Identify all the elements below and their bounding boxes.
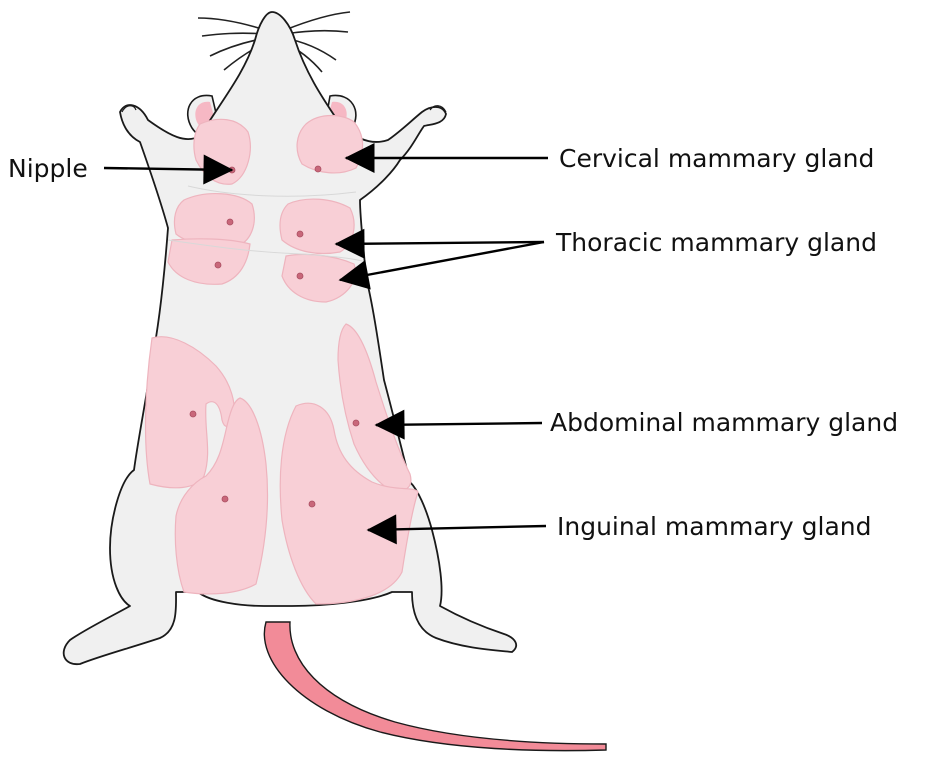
nipple-dot xyxy=(353,420,359,426)
label-inguinal: Inguinal mammary gland xyxy=(557,512,872,541)
nipple-dot xyxy=(297,231,303,237)
nipple-dot xyxy=(215,262,221,268)
nipple-dot xyxy=(190,411,196,417)
label-thoracic: Thoracic mammary gland xyxy=(555,228,877,257)
nipple-dot xyxy=(315,166,321,172)
tail xyxy=(264,622,606,751)
label-nipple: Nipple xyxy=(8,154,88,183)
mouse-body xyxy=(64,12,516,664)
label-cervical: Cervical mammary gland xyxy=(559,144,874,173)
nipple-dot xyxy=(309,501,315,507)
thoracic-arrow-lower xyxy=(340,242,544,280)
nipple-dot xyxy=(222,496,228,502)
cervical-gland-right xyxy=(297,116,363,173)
nipple-dot xyxy=(227,219,233,225)
thoracic-arrow-upper xyxy=(336,242,544,244)
label-abdominal: Abdominal mammary gland xyxy=(550,408,898,437)
abdominal-arrow xyxy=(376,423,542,425)
nipple-dot xyxy=(297,273,303,279)
thoracic-gland-right-1 xyxy=(280,199,354,253)
